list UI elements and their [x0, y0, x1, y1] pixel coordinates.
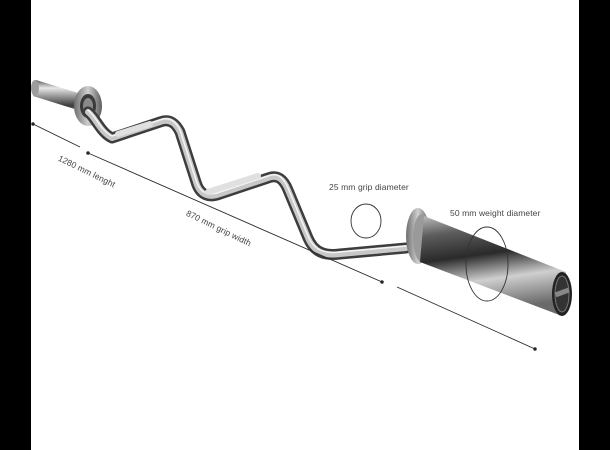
weight-diameter-ellipse	[465, 226, 509, 302]
grip-width-dimension-line	[87, 152, 383, 283]
length-dimension-line-right	[396, 286, 536, 350]
grip-diameter-label: 25 mm grip diameter	[329, 182, 409, 192]
ez-curl-shaft	[82, 106, 412, 260]
length-dimension-line-left	[32, 123, 81, 148]
diameter-callouts	[350, 203, 509, 302]
weight-diameter-label: 50 mm weight diameter	[450, 208, 541, 218]
grip-diameter-ellipse	[350, 203, 382, 239]
dimension-lines	[31, 122, 537, 351]
brand-logo-icon	[554, 287, 570, 298]
right-sleeve	[420, 216, 572, 316]
